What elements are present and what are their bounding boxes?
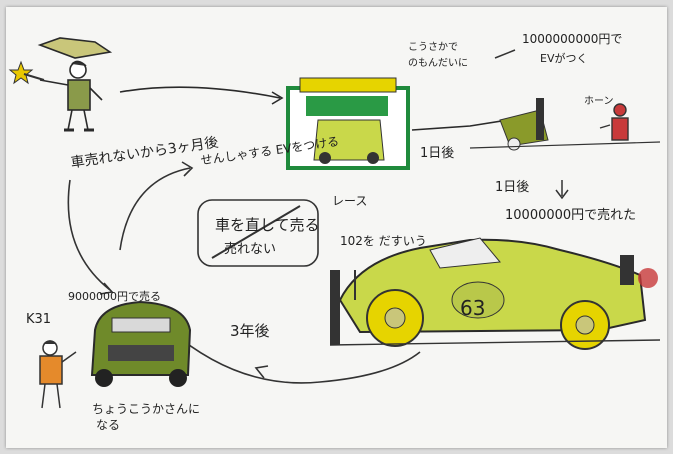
- label-top-note-1: こうさかで: [408, 42, 458, 53]
- label-speed: 102を だすいう: [340, 234, 427, 248]
- small-race-car: [499, 98, 549, 151]
- arrow-to-garage: [119, 86, 281, 99]
- label-kid: K31: [26, 312, 52, 327]
- crossed-out-note-box: [197, 199, 319, 267]
- car-number: 63: [460, 296, 486, 320]
- label-three-years: 3年後: [230, 322, 270, 340]
- big-race-car: [338, 237, 658, 350]
- label-top-price: 1000000000円で: [522, 32, 623, 46]
- wand-star-icon: [8, 60, 45, 85]
- wand-kid-figure: [37, 37, 113, 132]
- label-top-note-2: のもんだいに: [408, 58, 468, 69]
- label-person: ホーン: [584, 96, 614, 107]
- garage-illustration: [286, 77, 410, 170]
- kid-figure: [39, 340, 77, 409]
- label-one-day-b: 1日後: [495, 180, 530, 195]
- label-top-ev: EVがつく: [540, 52, 588, 65]
- label-race: レース: [332, 194, 368, 208]
- green-sports-car: [90, 300, 192, 387]
- label-one-day-a: 1日後: [420, 146, 455, 161]
- label-big-price: 9000000円で売る: [68, 290, 161, 303]
- label-no-sell: 売れない: [224, 242, 277, 257]
- label-sale-price: 10000000円で売れた: [505, 208, 637, 223]
- person-figure: [599, 103, 629, 141]
- label-happy: ちょうこうかさんに: [92, 402, 201, 416]
- label-change-car: 車を直して売る: [215, 216, 320, 234]
- label-happy-2: なる: [96, 418, 121, 432]
